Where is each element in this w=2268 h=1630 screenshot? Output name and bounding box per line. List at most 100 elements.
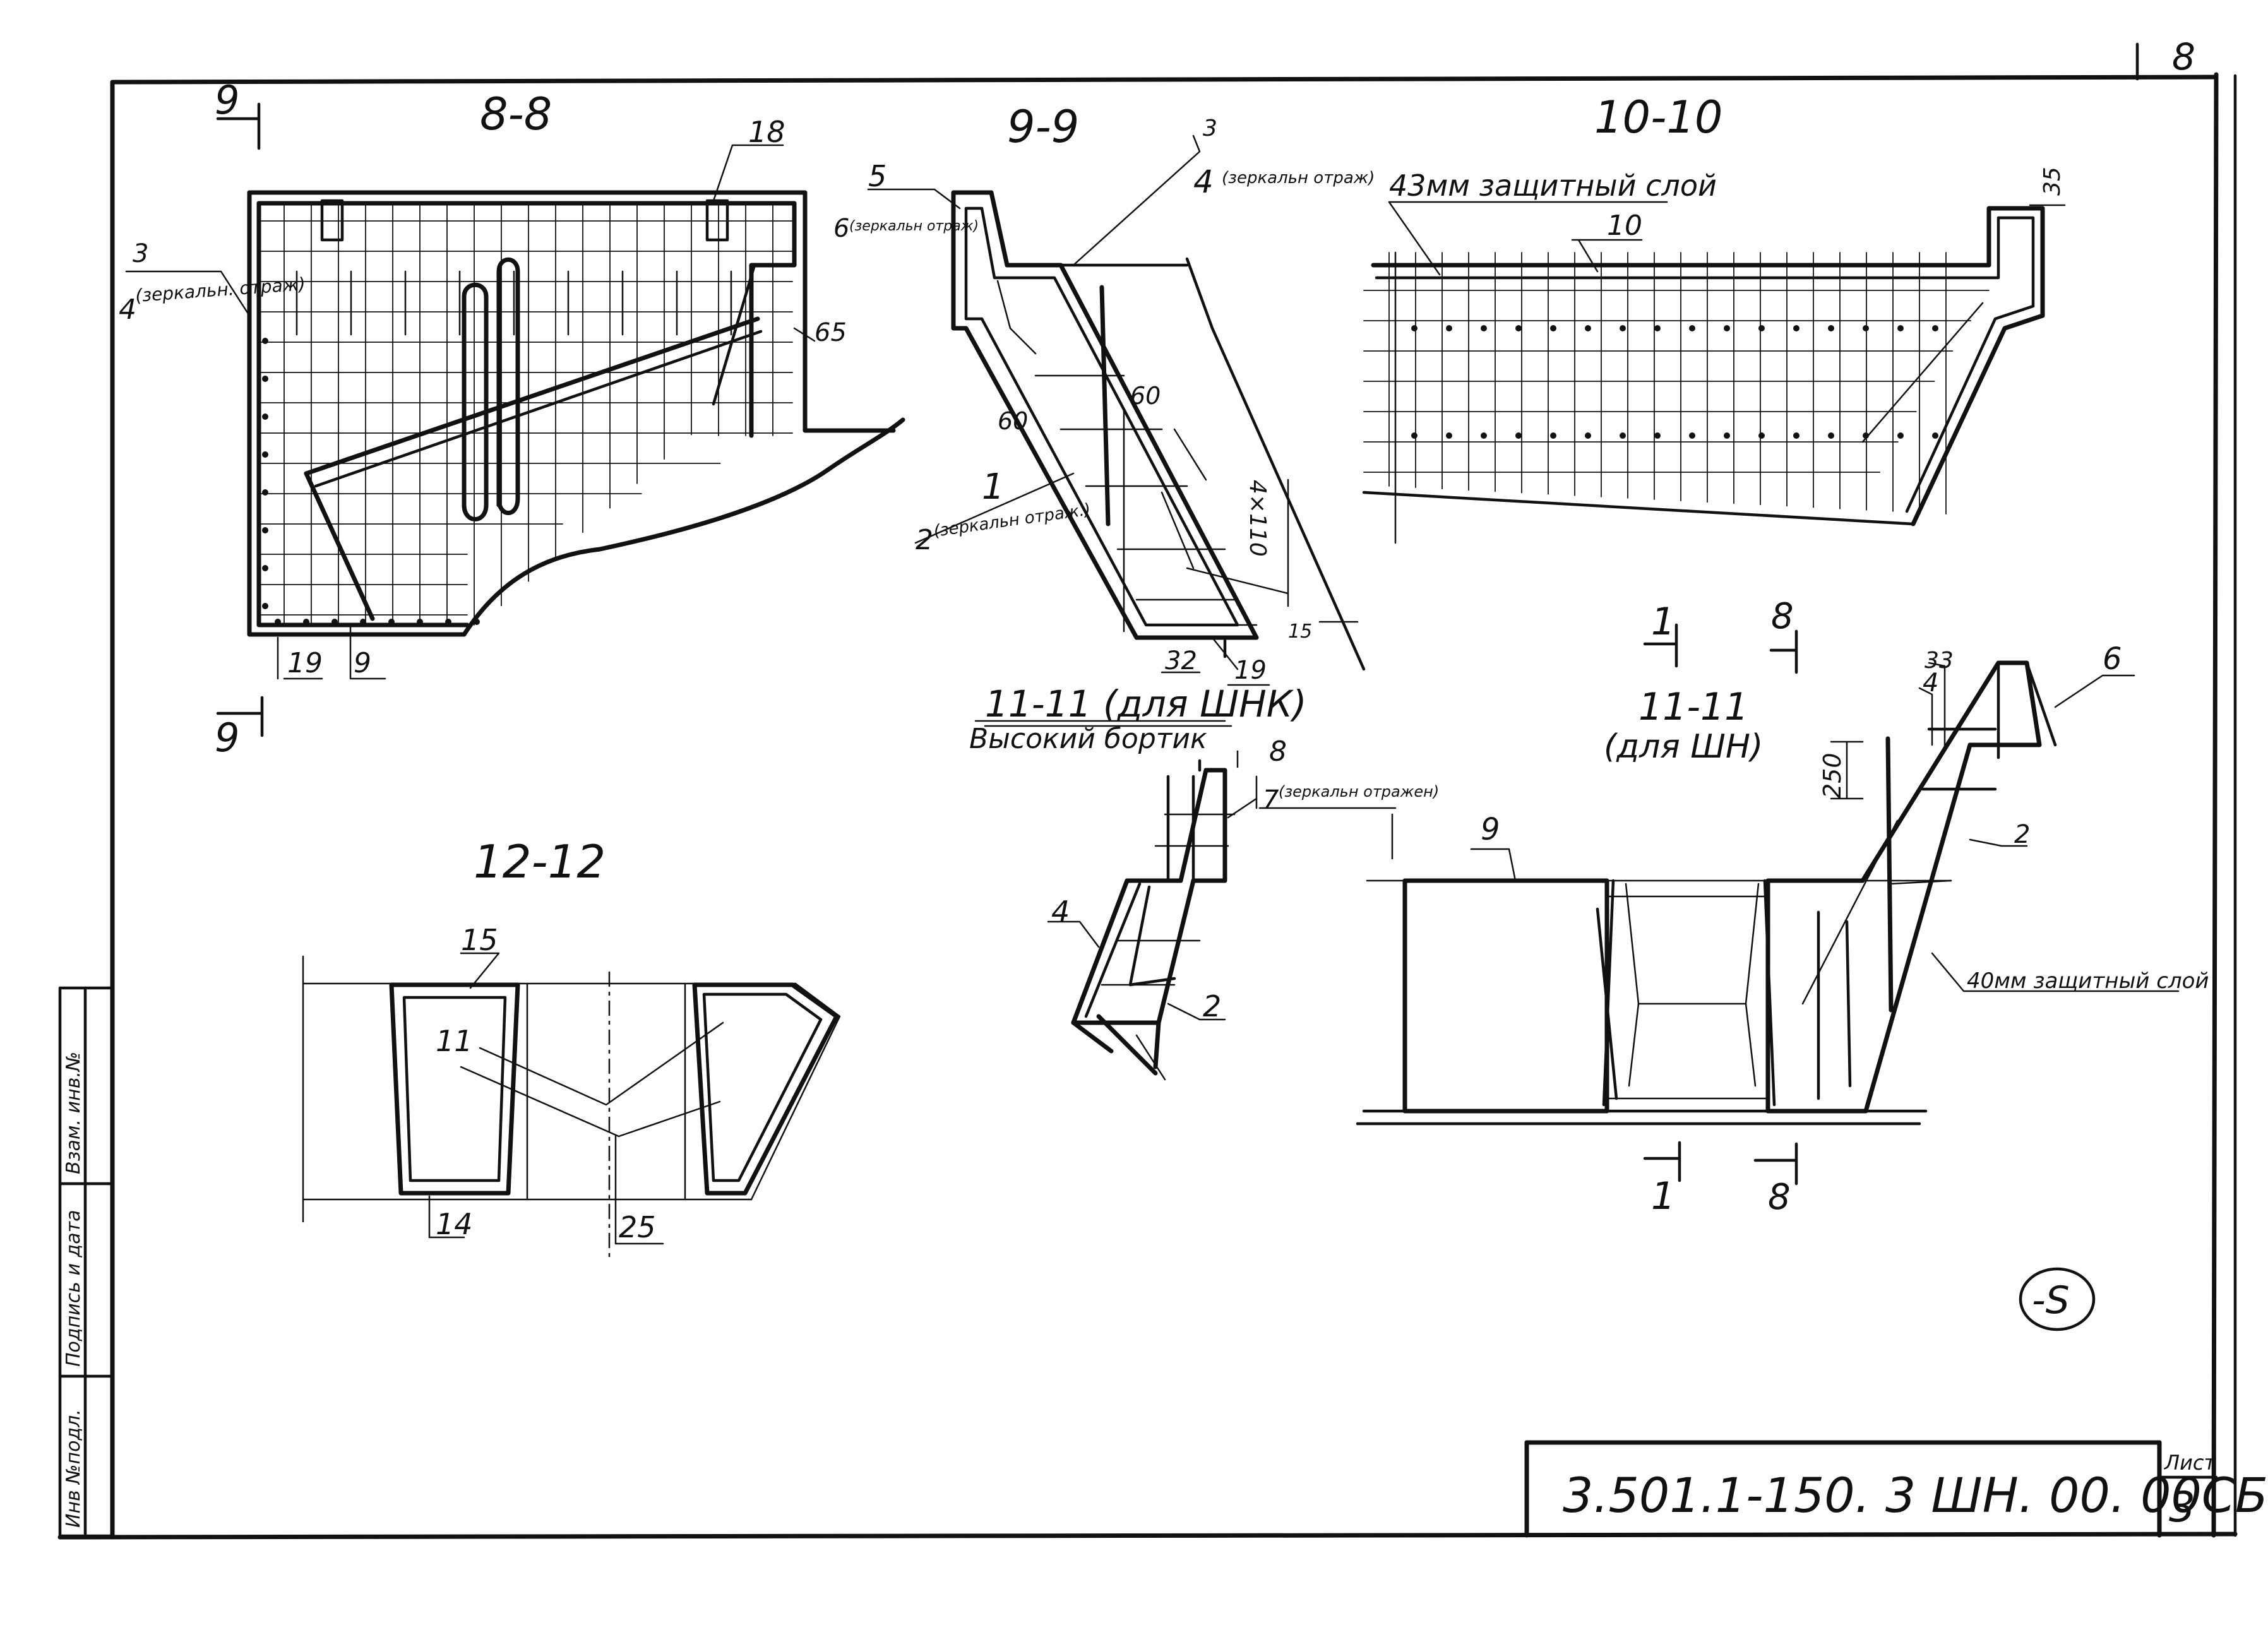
rebar-dot xyxy=(1411,325,1418,331)
rebar-grid-8-8 xyxy=(260,205,793,626)
rebar-dot xyxy=(1620,432,1626,439)
rebar-dot xyxy=(1585,432,1591,439)
section-11-11-shn xyxy=(1356,623,2180,1186)
rebar-dot xyxy=(1550,432,1556,439)
rebar-dot xyxy=(1515,432,1522,439)
sheet-label: Лист xyxy=(2164,1451,2216,1475)
label-9-9-pos6: 6 xyxy=(833,214,849,243)
stamp-signature-date: Подпись и дата xyxy=(63,1210,85,1367)
rebar-dot xyxy=(1654,325,1661,331)
rebar-dot xyxy=(1897,432,1904,439)
page-corner-number: 8 xyxy=(2172,35,2195,78)
label-11-11-shn-pos6: 6 xyxy=(2103,641,2122,677)
label-11-11-shnk-pos4: 4 xyxy=(1051,895,1070,929)
label-11-11-shn-pos9: 9 xyxy=(1481,812,1500,847)
label-11-11-shn-pos4: 4 xyxy=(1923,669,1938,698)
label-11-11-shnk-pos2: 2 xyxy=(1203,989,1221,1023)
rebar-dot xyxy=(1932,325,1938,331)
section-11-11-shn-subtitle: (для ШН) xyxy=(1604,728,1763,766)
label-9-9-dim60b: 60 xyxy=(1130,382,1161,410)
rebar-dot xyxy=(262,451,268,458)
label-9-9-pos19: 19 xyxy=(1234,656,1267,685)
rebar-dot xyxy=(262,489,268,496)
side-stamp: Взам. инв.№ Подпись и дата Инв №подл. xyxy=(58,986,114,1538)
rebar-dot xyxy=(262,338,268,344)
label-9-9-pos2: 2 xyxy=(916,524,933,556)
rebar-dot xyxy=(1793,325,1799,331)
section-10-10 xyxy=(1362,201,2066,544)
label-12-12-pos11: 11 xyxy=(436,1024,473,1058)
section-8-8-title: 8-8 xyxy=(480,88,552,140)
stamp-replacement-inventory: Взам. инв.№ xyxy=(63,1052,85,1174)
rebar-dot xyxy=(262,376,268,382)
section-12-12-title: 12-12 xyxy=(474,835,606,888)
label-10-10-cover: 43мм защитный слой xyxy=(1389,169,1717,203)
label-9-9-dim60a: 60 xyxy=(998,407,1028,435)
label-8-8-dim65: 65 xyxy=(815,318,847,347)
rebar-dot xyxy=(1689,325,1695,331)
rebar-dot xyxy=(1446,432,1452,439)
rebar-dot xyxy=(1481,325,1487,331)
label-12-12-pos25: 25 xyxy=(619,1210,656,1244)
rebar-dot xyxy=(1515,325,1522,331)
sheet-frame xyxy=(57,42,2238,1540)
label-9-9-dim15: 15 xyxy=(1288,621,1312,643)
rebar-dot xyxy=(1828,432,1834,439)
label-9-9-pos1: 1 xyxy=(982,467,1005,508)
rebar-dot xyxy=(1897,325,1904,331)
label-11-11-shn-pos2: 2 xyxy=(2014,820,2030,849)
rebar-dot xyxy=(1411,432,1418,439)
rebar-dot xyxy=(1863,325,1869,331)
label-8-8-pos9: 9 xyxy=(354,647,371,679)
label-11-11-shnk-mirror: (зеркальн отражен) xyxy=(1279,783,1439,800)
cut-mark-1-top: 1 xyxy=(1651,600,1675,644)
document-code: 3.501.1-150. 3 ШН. 00. 00СБ xyxy=(1563,1467,2268,1523)
section-11-11-shnk xyxy=(974,720,1397,1081)
rebar-dot xyxy=(1793,432,1799,439)
label-8-8-mirror: (зеркальн. отраж) xyxy=(134,273,306,306)
title-block xyxy=(1524,1440,2218,1538)
rebar-dot xyxy=(1758,325,1765,331)
rebar-dot xyxy=(1550,325,1556,331)
label-11-11-shn-dim250: 250 xyxy=(1818,753,1846,799)
label-8-8-pos18: 18 xyxy=(748,115,785,149)
cut-mark-8-bottom: 8 xyxy=(1768,1177,1791,1218)
cut-mark-9-top: 9 xyxy=(215,77,239,123)
rebar-dot xyxy=(1481,432,1487,439)
cut-mark-9-bottom: 9 xyxy=(215,715,239,761)
cut-mark-1-bottom: 1 xyxy=(1651,1174,1675,1218)
label-10-10-pos10: 10 xyxy=(1607,210,1642,242)
rebar-dot xyxy=(262,603,268,609)
rebar-dot xyxy=(1828,325,1834,331)
label-11-11-shn-pos33: 33 xyxy=(1925,648,1954,674)
rebar-dot xyxy=(1724,325,1730,331)
circled-mark-text: -S xyxy=(2032,1278,2070,1323)
label-8-8-pos4: 4 xyxy=(119,294,136,326)
label-10-10-dim35: 35 xyxy=(2039,167,2065,196)
label-9-9-pos4: 4 xyxy=(1193,164,1214,200)
rebar-dot xyxy=(262,527,268,533)
rebar-dot xyxy=(1620,325,1626,331)
section-8-8 xyxy=(125,102,905,737)
section-10-10-title: 10-10 xyxy=(1594,92,1722,143)
label-11-11-shnk-pos7: 7 xyxy=(1263,785,1279,814)
label-9-9-mirror-c: (зеркальн отраж.) xyxy=(933,500,1092,541)
label-8-8-pos3: 3 xyxy=(133,239,148,268)
label-9-9-dim-4x110: 4×110 xyxy=(1244,480,1270,557)
label-9-9-pos5: 5 xyxy=(868,159,886,193)
rebar-dot xyxy=(262,565,268,571)
rebar-dot xyxy=(1724,432,1730,439)
rebar-dot xyxy=(1689,432,1695,439)
stamp-inventory-original: Инв №подл. xyxy=(63,1409,85,1528)
rebar-dot xyxy=(1446,325,1452,331)
section-9-9 xyxy=(867,134,1366,686)
rebar-grid-10-10 xyxy=(1363,251,1990,544)
label-9-9-pos3: 3 xyxy=(1203,116,1217,141)
label-9-9-mirror-b: (зеркальн отраж) xyxy=(849,218,979,234)
label-12-12-pos15: 15 xyxy=(461,923,498,957)
section-11-11-shnk-title: 11-11 (для ШНК) xyxy=(985,682,1307,725)
rebar-dot xyxy=(1585,325,1591,331)
rebar-dot xyxy=(1758,432,1765,439)
section-11-11-shnk-subtitle: Высокий бортик xyxy=(969,723,1207,755)
